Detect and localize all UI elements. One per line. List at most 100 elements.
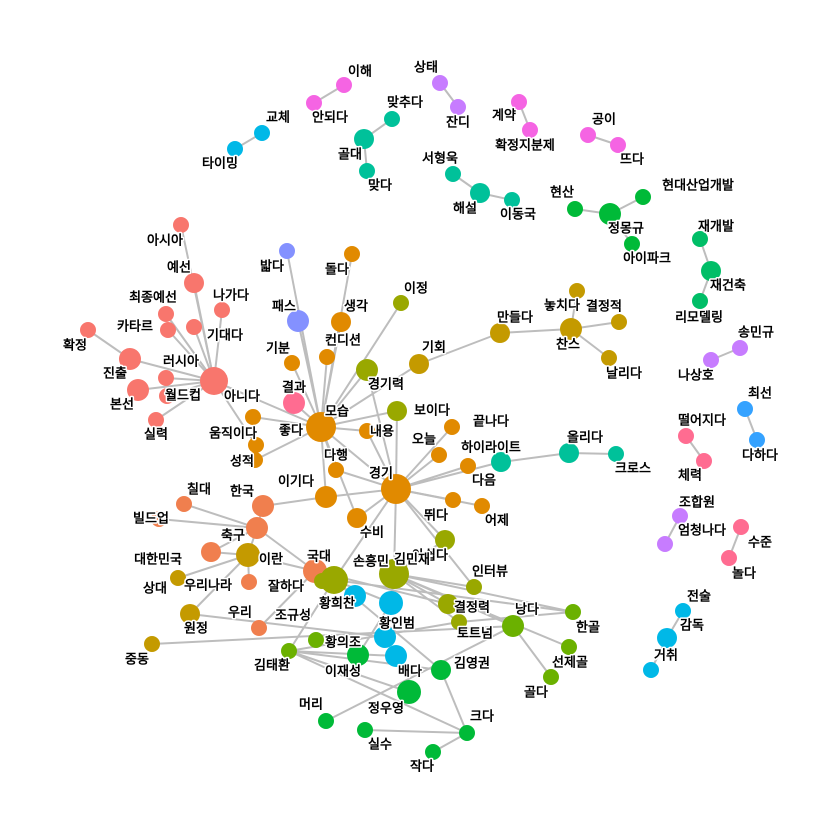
- node-label: 아시아: [147, 233, 183, 249]
- node-오늘: [431, 447, 447, 463]
- node-label: 결과: [282, 380, 306, 396]
- node-골다: [543, 669, 559, 685]
- node-label: 컨디션: [325, 333, 361, 349]
- node-label: 아이파크: [623, 251, 671, 267]
- node-놓치다: [569, 283, 585, 299]
- node-label: 이기다: [278, 474, 314, 490]
- node-label: 기회: [422, 340, 446, 356]
- node-원정: [180, 604, 200, 624]
- node-label: 머리: [299, 697, 323, 713]
- node-label: 뛰다: [424, 508, 448, 524]
- node-돌다: [344, 246, 360, 262]
- edge-김태환-배다: [288, 650, 397, 657]
- node-label: 감독: [680, 619, 704, 634]
- edge-아니다-모습: [213, 380, 322, 428]
- node-결정적: [611, 314, 627, 330]
- node-label: 움직이다: [209, 426, 257, 442]
- node-label: 리모델링: [675, 310, 723, 326]
- node-배다: [385, 645, 407, 667]
- edge-크다-실수: [364, 729, 468, 734]
- node-전술: [675, 603, 691, 619]
- node-label: 좋다: [279, 423, 303, 439]
- node-label: 기대다: [207, 328, 243, 344]
- node-label: 최선: [748, 386, 772, 402]
- node-label: 골대: [338, 148, 362, 163]
- node-label: 공이: [592, 112, 616, 128]
- node-하이라이트: [491, 452, 511, 472]
- edge-김태환-정우영: [288, 650, 410, 693]
- node-서형욱: [445, 166, 461, 182]
- node-러시아: [158, 370, 174, 386]
- node-잔디: [450, 99, 466, 115]
- node-label: 찬스: [556, 337, 580, 353]
- node-타이밍: [227, 141, 243, 157]
- node-label: 최종예선: [129, 290, 177, 306]
- node-label: 기분: [266, 342, 290, 357]
- edge-김민재-한골: [393, 573, 574, 613]
- node-날리다: [601, 350, 617, 366]
- node-label: 타이밍: [202, 156, 238, 172]
- node-나가다: [214, 302, 230, 318]
- node-공이: [580, 127, 596, 143]
- node-찬스: [560, 318, 582, 340]
- node-label: 보이다: [414, 403, 450, 419]
- edge-상대-이란: [177, 554, 249, 579]
- node-뛰다: [445, 492, 461, 508]
- node-계약: [511, 94, 527, 110]
- edge-원정-이란: [189, 554, 249, 615]
- node-맞추다: [384, 111, 400, 127]
- node-다음: [460, 458, 476, 474]
- edge-하이라이트-올리다: [500, 452, 570, 463]
- node-label: 결정적: [586, 299, 622, 315]
- node-label: 본선: [110, 397, 134, 413]
- node-label: 한국: [230, 484, 254, 500]
- node-황의조: [374, 626, 396, 648]
- node-놀다: [721, 550, 737, 566]
- node-엄청나다: [657, 536, 673, 552]
- node-label: 교체: [266, 111, 290, 126]
- node-칠대: [176, 496, 192, 512]
- node-label: 진출: [103, 366, 127, 382]
- node-label: 수준: [748, 536, 772, 551]
- node-label: 한골: [576, 620, 600, 636]
- node-확정: [80, 322, 96, 338]
- node-label: 재개발: [698, 219, 734, 235]
- edge-낭다-중동: [151, 625, 514, 645]
- node-label: 뜨다: [620, 152, 644, 168]
- edge-크다-김영권: [440, 669, 468, 734]
- node-송민규: [732, 340, 748, 356]
- node-label: 황의조: [325, 635, 361, 651]
- node-최종예선: [158, 306, 174, 322]
- node-컨디션: [319, 349, 335, 365]
- node-떨어지다: [678, 428, 694, 444]
- node-label: 크다: [470, 709, 494, 725]
- edge-진출-아니다: [129, 358, 215, 382]
- node-정우영: [397, 680, 421, 704]
- node-label: 조규성: [275, 609, 311, 624]
- node-label: 골다: [524, 685, 548, 701]
- node-label: 현대산업개발: [662, 178, 734, 194]
- node-월드컵: [159, 388, 175, 404]
- node-label: 날리다: [606, 366, 642, 382]
- node-label: 하이라이트: [461, 440, 521, 456]
- node-상태: [432, 75, 448, 91]
- node-label: 김민재: [394, 552, 430, 568]
- node-label: 김태환: [254, 658, 290, 674]
- node-실수: [357, 722, 373, 738]
- node-작다: [425, 744, 441, 760]
- node-label: 인터뷰: [472, 564, 508, 580]
- node-label: 떨어지다: [678, 413, 726, 429]
- node-label: 서형욱: [422, 151, 458, 167]
- node-결정력: [438, 594, 458, 614]
- node-어제: [474, 498, 490, 514]
- node-label: 오늘: [412, 433, 436, 448]
- node-label: 올리다: [567, 430, 603, 446]
- node-label: 아쉽다: [412, 548, 448, 564]
- node-label: 놓치다: [544, 298, 580, 314]
- node-김태환: [281, 643, 297, 659]
- node-다행: [328, 462, 344, 478]
- node-label: 실수: [368, 737, 392, 753]
- node-label: 계약: [492, 108, 516, 124]
- edge-패스-모습: [297, 320, 322, 428]
- edge-경기력-경기: [366, 369, 397, 490]
